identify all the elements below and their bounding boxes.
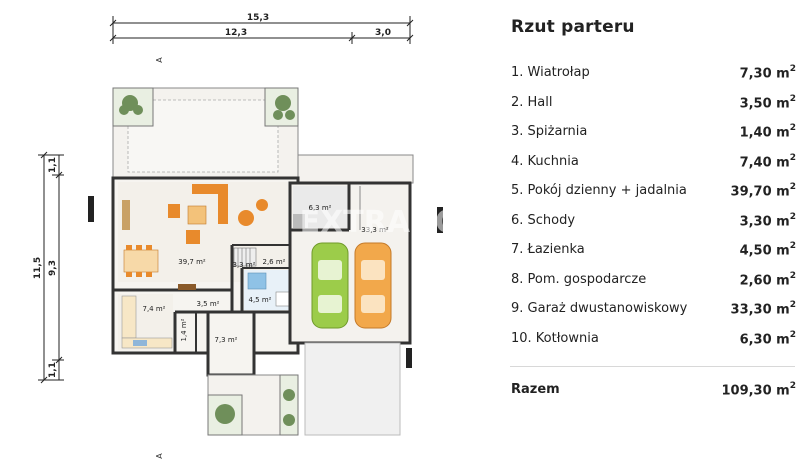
room-row: 6. Schody 3,30 m2	[511, 211, 796, 231]
top-dimensions	[109, 16, 414, 44]
total-value: 109,30 m2	[721, 381, 796, 399]
living-furniture	[122, 184, 268, 290]
total-label: Razem	[511, 382, 560, 397]
dim-total-width: 15,3	[247, 13, 269, 23]
watermark: EXTRADOM	[300, 205, 470, 240]
room-area: 7,30 m	[739, 66, 790, 82]
area-exponent: 2	[789, 381, 796, 391]
dim-garage-width: 3,0	[375, 28, 391, 38]
room-row: 3. Spiżarnia 1,40 m2	[511, 122, 796, 142]
room-row-value: 3,30 m2	[739, 211, 796, 229]
room-area: 39,70 m	[730, 184, 790, 200]
room-row-label: 5. Pokój dzienny + jadalnia	[511, 183, 687, 198]
terrace	[112, 87, 414, 184]
area-exponent: 2	[789, 64, 796, 74]
left-dimensions	[38, 151, 64, 384]
room-row: 5. Pokój dzienny + jadalnia 39,70 m2	[511, 181, 796, 201]
area-exponent: 2	[789, 211, 796, 222]
room-row: 7. Łazienka 4,50 m2	[511, 240, 796, 260]
room-row-value: 1,40 m2	[739, 123, 796, 141]
plant-icon	[119, 95, 295, 120]
dim-total-height: 11,5	[33, 257, 43, 279]
area-exponent: 2	[789, 270, 796, 281]
room-area: 3,30 m	[739, 213, 790, 229]
section-mark-right	[437, 207, 443, 233]
room-row-label: 4. Kuchnia	[511, 153, 579, 169]
room-area-panel: Rzut parteru 1. Wiatrołap 7,30 m2 2. Hal…	[510, 0, 800, 475]
area-exponent: 2	[789, 329, 796, 340]
section-mark-left	[88, 196, 94, 222]
room-label-utility: 2,6 m²	[263, 258, 286, 266]
room-label-hall: 3,5 m²	[197, 300, 220, 308]
room-row: 1. Wiatrołap 7,30 m2	[511, 63, 796, 83]
room-row-label: 6. Schody	[511, 212, 576, 228]
room-row-value: 7,30 m2	[739, 64, 796, 82]
room-row-value: 2,60 m2	[739, 270, 796, 288]
area-exponent: 2	[789, 182, 796, 192]
room-row: 4. Kuchnia 7,40 m2	[511, 152, 796, 172]
room-label-stairs: 3,3 m²	[233, 261, 256, 269]
dim-top-small: 1,1	[48, 157, 58, 173]
room-row-label: 10. Kotłownia	[511, 330, 599, 346]
room-row: 9. Garaż dwustanowiskowy 33,30 m2	[511, 299, 796, 319]
room-label-kitchen: 7,4 m²	[143, 305, 166, 313]
room-row-value: 33,30 m2	[730, 300, 796, 318]
room-area: 2,60 m	[739, 272, 790, 288]
room-area: 7,40 m	[739, 154, 790, 170]
room-label-bathroom: 4,5 m²	[249, 296, 272, 304]
room-row-value: 4,50 m2	[739, 241, 796, 259]
total-area: 109,30 m	[721, 383, 790, 399]
total-row: Razem 109,30 m2	[511, 380, 796, 400]
room-row-label: 1. Wiatrołap	[511, 65, 590, 80]
area-exponent: 2	[789, 241, 796, 251]
room-row-value: 39,70 m2	[730, 182, 796, 200]
room-label-garage: 33,3 m²	[361, 226, 389, 234]
room-row-label: 9. Garaż dwustanowiskowy	[511, 301, 688, 316]
dim-main-height: 9,3	[48, 260, 58, 276]
room-row-value: 3,50 m2	[739, 93, 796, 111]
room-area: 33,30 m	[730, 302, 790, 318]
section-marker-top: A	[155, 57, 164, 63]
room-labels: 39,7 m² 6,3 m² 33,3 m² 3,3 m² 2,6 m² 4,5…	[143, 204, 389, 344]
panel-title: Rzut parteru	[511, 17, 635, 37]
room-label-pantry: 1,4 m²	[180, 318, 188, 341]
room-area: 1,40 m	[739, 125, 790, 141]
room-row: 10. Kotłownia 6,30 m2	[511, 329, 796, 349]
kitchen-area	[118, 294, 173, 350]
entrance	[207, 374, 299, 436]
room-row-value: 6,30 m2	[739, 329, 796, 347]
area-exponent: 2	[789, 93, 796, 104]
room-label-boiler: 6,3 m²	[309, 204, 332, 212]
area-exponent: 2	[789, 300, 796, 310]
room-label-living: 39,7 m²	[178, 258, 206, 266]
dim-main-width: 12,3	[225, 28, 247, 38]
room-label-vestibule: 7,3 m²	[215, 336, 238, 344]
room-row: 2. Hall 3,50 m2	[511, 93, 796, 113]
room-row-label: 3. Spiżarnia	[511, 124, 588, 139]
floor-plan: 15,3 12,3 3,0 11,5 9,3 1,1 1,1 A A	[33, 13, 470, 459]
section-marker-bottom: A	[155, 453, 164, 459]
room-area: 6,30 m	[739, 331, 790, 347]
stairs	[233, 247, 257, 267]
room-row-label: 8. Pom. gospodarcze	[511, 271, 647, 287]
divider	[510, 366, 795, 367]
area-exponent: 2	[789, 123, 796, 133]
room-row-value: 7,40 m2	[739, 152, 796, 170]
room-row: 8. Pom. gospodarcze 2,60 m2	[511, 270, 796, 290]
dim-bottom-small: 1,1	[48, 362, 58, 378]
bathroom	[244, 270, 296, 310]
room-area: 3,50 m	[739, 95, 790, 111]
floor-plan-drawing: 15,3 12,3 3,0 11,5 9,3 1,1 1,1 A A	[33, 13, 470, 459]
room-area: 4,50 m	[739, 243, 790, 259]
room-row-label: 2. Hall	[511, 94, 553, 110]
area-exponent: 2	[789, 152, 796, 163]
garage-block	[288, 181, 412, 436]
room-row-label: 7. Łazienka	[511, 242, 585, 257]
